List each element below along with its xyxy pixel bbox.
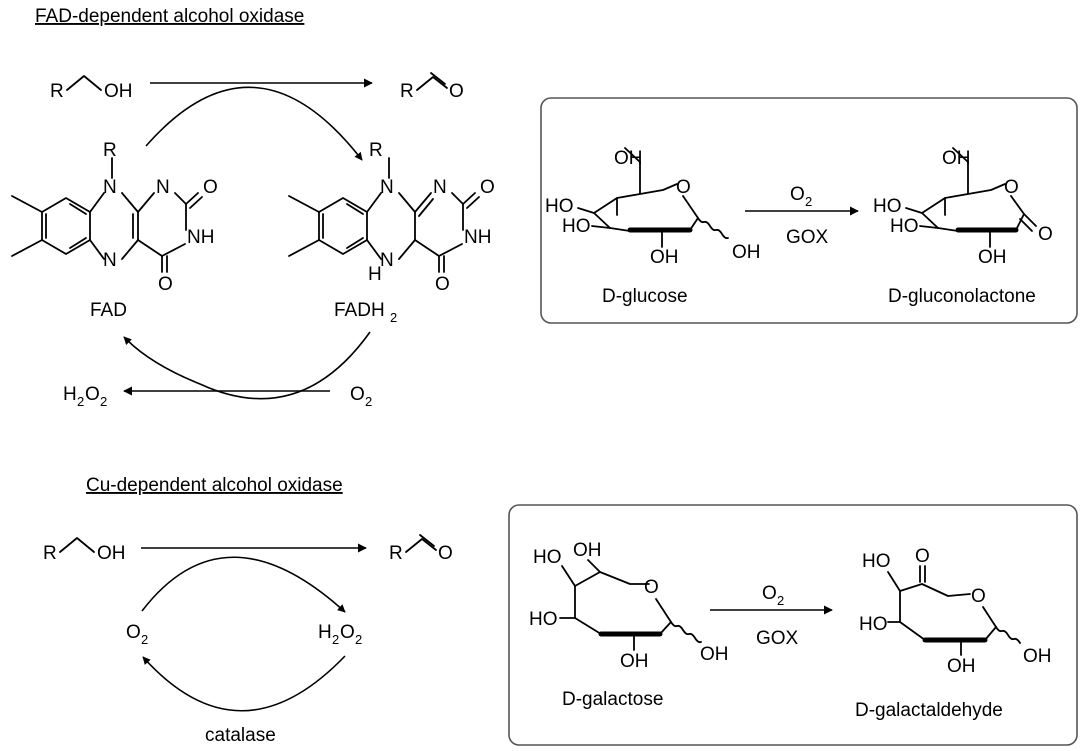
galactose-reaction-box bbox=[508, 504, 1078, 746]
svg-text:N: N bbox=[380, 250, 394, 271]
d-galactose-label: D-galactose bbox=[562, 689, 663, 710]
svg-text:R: R bbox=[50, 81, 64, 102]
fadh2-label: FADH 2 bbox=[334, 300, 397, 325]
svg-text:2: 2 bbox=[332, 632, 339, 647]
svg-text:N: N bbox=[156, 177, 170, 198]
svg-text:2: 2 bbox=[777, 593, 784, 608]
svg-text:R: R bbox=[43, 543, 57, 564]
fad-h2o2-label: H 2 O 2 bbox=[63, 384, 107, 409]
svg-text:OH: OH bbox=[942, 148, 971, 169]
cu-lower-curved-arrow bbox=[142, 655, 346, 712]
svg-text:O: O bbox=[480, 177, 495, 198]
fad-product-aldehyde: R O bbox=[400, 72, 464, 102]
fad-o2-label: O 2 bbox=[350, 384, 372, 409]
fad-substrate-alcohol: R OH bbox=[50, 75, 133, 102]
svg-text:OH: OH bbox=[614, 148, 643, 169]
svg-text:2: 2 bbox=[355, 632, 362, 647]
svg-text:OH: OH bbox=[978, 247, 1007, 268]
fad-reduction-curved-arrow bbox=[145, 86, 363, 161]
svg-text:R: R bbox=[103, 140, 117, 161]
svg-text:O: O bbox=[203, 177, 218, 198]
svg-text:OH: OH bbox=[732, 242, 761, 263]
svg-text:O: O bbox=[1038, 224, 1053, 245]
svg-text:O: O bbox=[126, 622, 141, 643]
svg-text:R: R bbox=[400, 81, 414, 102]
svg-text:O: O bbox=[350, 384, 365, 405]
glucose-arrow-gox-label: GOX bbox=[786, 227, 829, 248]
svg-text:NH: NH bbox=[464, 227, 491, 248]
cu-product-aldehyde: R O bbox=[389, 534, 453, 564]
svg-text:2: 2 bbox=[365, 394, 372, 409]
svg-text:HO: HO bbox=[529, 609, 558, 630]
svg-text:OH: OH bbox=[700, 644, 729, 665]
svg-text:HO: HO bbox=[545, 196, 574, 217]
fad-label: FAD bbox=[90, 300, 127, 321]
svg-text:NH: NH bbox=[187, 227, 214, 248]
galactose-arrow-o2-label: O 2 bbox=[762, 583, 784, 608]
svg-text:HO: HO bbox=[890, 216, 919, 237]
svg-text:R: R bbox=[389, 543, 403, 564]
cu-section-title: Cu-dependent alcohol oxidase bbox=[86, 475, 343, 496]
svg-text:O: O bbox=[85, 384, 100, 405]
svg-text:FADH: FADH bbox=[334, 300, 385, 321]
cu-upper-curved-arrow bbox=[141, 556, 346, 613]
d-gluconolactone-label: D-gluconolactone bbox=[888, 286, 1036, 307]
svg-text:H: H bbox=[63, 384, 77, 405]
glucose-arrow-o2-label: O 2 bbox=[790, 184, 812, 209]
svg-text:O: O bbox=[340, 622, 355, 643]
svg-text:N: N bbox=[103, 177, 117, 198]
svg-text:OH: OH bbox=[650, 247, 679, 268]
svg-text:O: O bbox=[158, 274, 173, 295]
d-glucose-label: D-glucose bbox=[602, 286, 688, 307]
d-galactose-structure: HO OH O HO OH OH bbox=[529, 540, 729, 672]
svg-text:O: O bbox=[449, 81, 464, 102]
svg-text:HO: HO bbox=[859, 614, 888, 635]
galactose-arrow-gox-label: GOX bbox=[756, 628, 799, 649]
svg-text:O: O bbox=[676, 177, 691, 198]
cu-h2o2-label: H 2 O 2 bbox=[318, 622, 362, 647]
svg-text:HO: HO bbox=[562, 216, 591, 237]
svg-text:O: O bbox=[971, 586, 986, 607]
fad-section-title: FAD-dependent alcohol oxidase bbox=[35, 6, 304, 27]
svg-text:N: N bbox=[433, 177, 447, 198]
svg-text:O: O bbox=[762, 583, 777, 604]
svg-text:HO: HO bbox=[862, 551, 891, 572]
svg-text:OH: OH bbox=[1023, 646, 1052, 667]
svg-text:H: H bbox=[368, 264, 382, 285]
svg-text:OH: OH bbox=[620, 651, 649, 672]
cu-substrate-alcohol: R OH bbox=[43, 537, 126, 564]
svg-text:O: O bbox=[790, 184, 805, 205]
svg-text:H: H bbox=[318, 622, 332, 643]
svg-text:O: O bbox=[435, 274, 450, 295]
svg-text:OH: OH bbox=[573, 540, 602, 561]
svg-text:HO: HO bbox=[873, 196, 902, 217]
svg-text:OH: OH bbox=[97, 543, 126, 564]
svg-text:2: 2 bbox=[805, 194, 812, 209]
d-glucose-structure: OH O HO HO OH OH bbox=[545, 147, 761, 268]
oxidized-flavin-structure: N R N N O NH O bbox=[11, 140, 218, 295]
svg-text:HO: HO bbox=[533, 547, 562, 568]
svg-text:O: O bbox=[438, 543, 453, 564]
svg-text:O: O bbox=[1004, 177, 1019, 198]
catalase-label: catalase bbox=[205, 725, 276, 746]
d-gluconolactone-structure: OH O HO HO OH O bbox=[873, 147, 1053, 268]
svg-text:N: N bbox=[103, 250, 117, 271]
svg-text:2: 2 bbox=[141, 632, 148, 647]
d-galactaldehyde-label: D-galactaldehyde bbox=[855, 700, 1003, 721]
glucose-reaction-box bbox=[540, 97, 1078, 324]
reduced-flavin-structure: N R N H N O NH O bbox=[288, 140, 495, 295]
svg-text:OH: OH bbox=[947, 656, 976, 677]
fad-reoxidation-curved-arrow bbox=[123, 331, 371, 400]
d-galactaldehyde-structure: HO O O HO OH OH bbox=[859, 546, 1052, 677]
svg-text:O: O bbox=[915, 546, 930, 567]
svg-text:2: 2 bbox=[77, 394, 84, 409]
svg-text:N: N bbox=[380, 177, 394, 198]
svg-text:OH: OH bbox=[104, 81, 133, 102]
svg-text:2: 2 bbox=[100, 394, 107, 409]
cu-o2-label: O 2 bbox=[126, 622, 148, 647]
svg-text:R: R bbox=[369, 140, 383, 161]
svg-text:O: O bbox=[644, 577, 659, 598]
svg-text:2: 2 bbox=[390, 310, 397, 325]
